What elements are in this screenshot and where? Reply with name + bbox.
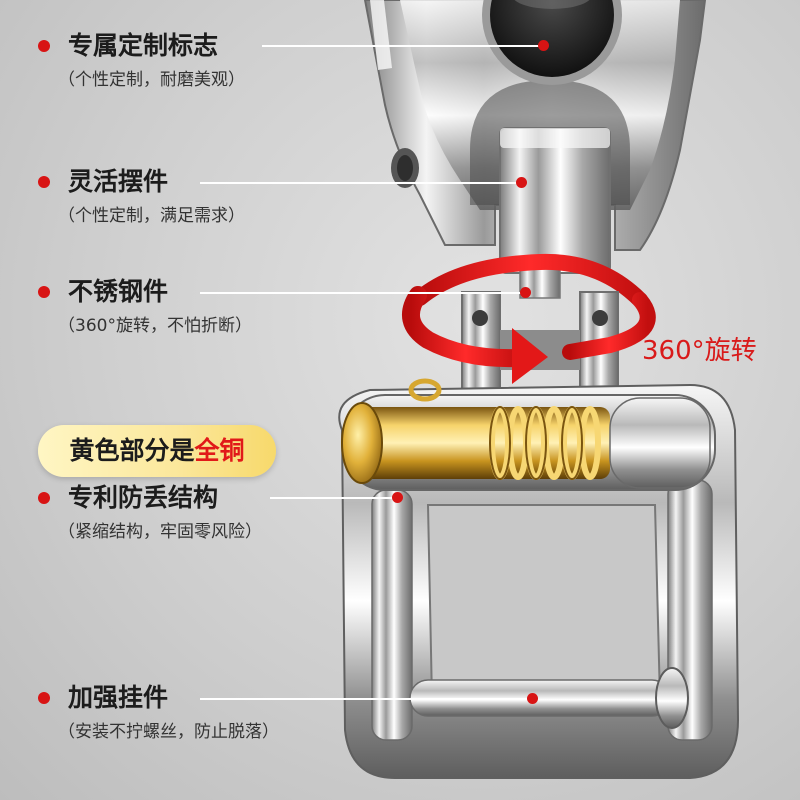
leader-dot-swivel (516, 177, 527, 188)
feature-bullet (38, 692, 50, 704)
feature-title: 加强挂件 (68, 683, 169, 712)
leader-line-swivel (200, 182, 520, 184)
leader-line-steel (200, 292, 522, 294)
feature-title: 不锈钢件 (68, 277, 169, 306)
feature-subtitle: （安装不拧螺丝，防止脱落） (58, 722, 279, 742)
leader-dot-steel (520, 287, 531, 298)
badge-highlight: 全铜 (194, 436, 245, 465)
feature-subtitle: （360°旋转，不怕折断） (58, 316, 252, 336)
leader-line-logo (262, 45, 542, 47)
feature-title: 灵活摆件 (68, 167, 169, 196)
feature-subtitle: （个性定制，满足需求） (58, 206, 245, 226)
leader-dot-logo (538, 40, 549, 51)
badge-prefix: 黄色部分是 (69, 436, 195, 465)
feature-subtitle: （紧缩结构，牢固零风险） (58, 522, 262, 542)
leader-line-antilost (270, 497, 396, 499)
leader-dot-pendant (527, 693, 538, 704)
leader-line-pendant (200, 698, 530, 700)
leader-dot-antilost (392, 492, 403, 503)
feature-bullet (38, 492, 50, 504)
copper-badge: 黄色部分是全铜 (38, 425, 276, 477)
feature-bullet (38, 176, 50, 188)
feature-title: 专属定制标志 (68, 31, 219, 60)
feature-bullet (38, 286, 50, 298)
feature-bullet (38, 40, 50, 52)
feature-subtitle: （个性定制，耐磨美观） (58, 70, 245, 90)
rotation-label: 360°旋转 (642, 336, 757, 366)
feature-title: 专利防丢结构 (68, 483, 219, 512)
